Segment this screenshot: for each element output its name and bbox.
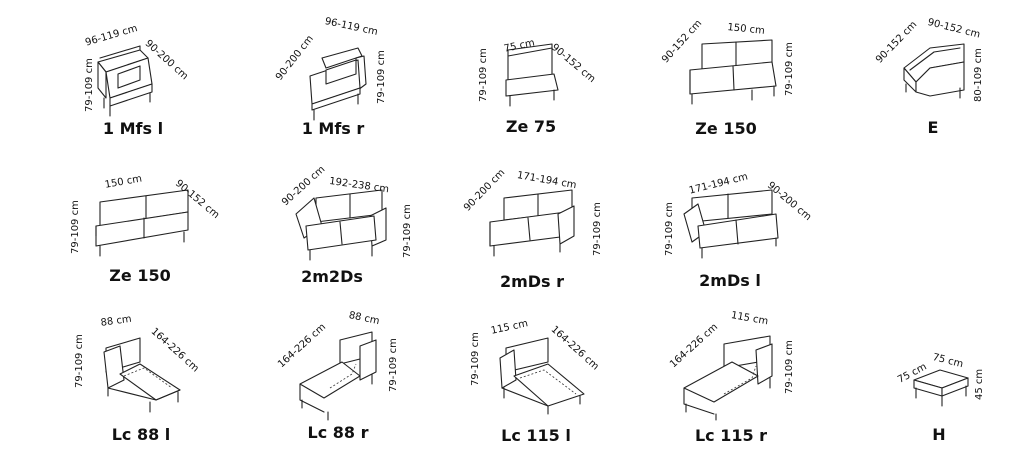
module-drawing-2mds-l	[683, 189, 779, 259]
module-drawing-ze-75	[505, 43, 559, 107]
module-label: H	[932, 425, 946, 444]
module-label: 1 Mfs l	[102, 119, 164, 138]
module-label: Lc 115 r	[694, 426, 768, 445]
dimension-label: 79-109 cm	[478, 48, 489, 102]
module-label: 2mDs l	[699, 271, 761, 290]
module-drawing-ze-150-mid	[95, 189, 189, 257]
module-drawing-1-mfs-r	[309, 47, 367, 121]
dimension-label: 79-109 cm	[84, 58, 95, 112]
dimension-label: 79-109 cm	[402, 204, 413, 258]
module-label: 1 Mfs r	[301, 119, 365, 138]
dimension-label: 79-109 cm	[664, 202, 675, 256]
dimension-label: 79-109 cm	[74, 334, 85, 388]
dimension-label: 79-109 cm	[388, 338, 399, 392]
module-drawing-lc-88-r	[299, 331, 377, 421]
module-drawing-2mds-r	[489, 189, 575, 257]
dimension-label: 79-109 cm	[470, 332, 481, 386]
dimension-label: 79-109 cm	[784, 340, 795, 394]
dimension-label: 79-109 cm	[70, 200, 81, 254]
dimension-label: 45 cm	[974, 368, 985, 400]
dimension-label: 79-109 cm	[376, 50, 387, 104]
module-label: Lc 88 r	[307, 423, 369, 442]
module-label: Lc 115 l	[501, 426, 571, 445]
dimension-label: 79-109 cm	[784, 42, 795, 96]
module-drawing-e	[903, 43, 965, 99]
module-label: 2mDs r	[499, 272, 565, 291]
module-label: Ze 150	[695, 119, 757, 138]
module-drawing-2m2ds	[295, 189, 387, 261]
dimension-label: 79-109 cm	[592, 202, 603, 256]
module-drawing-h	[913, 369, 969, 407]
dimension-label: 80-109 cm	[973, 48, 984, 102]
module-label: Ze 150	[109, 266, 171, 285]
module-drawing-lc-115-l	[499, 337, 585, 415]
module-drawing-1-mfs-l	[97, 45, 153, 117]
module-drawing-ze-150-top	[689, 39, 777, 105]
module-drawing-lc-115-r	[683, 335, 773, 421]
module-label: E	[927, 118, 939, 137]
module-drawing-lc-88-l	[103, 337, 181, 413]
module-label: Lc 88 l	[111, 425, 171, 444]
module-label: Ze 75	[505, 117, 557, 136]
module-label: 2m2Ds	[301, 267, 363, 286]
